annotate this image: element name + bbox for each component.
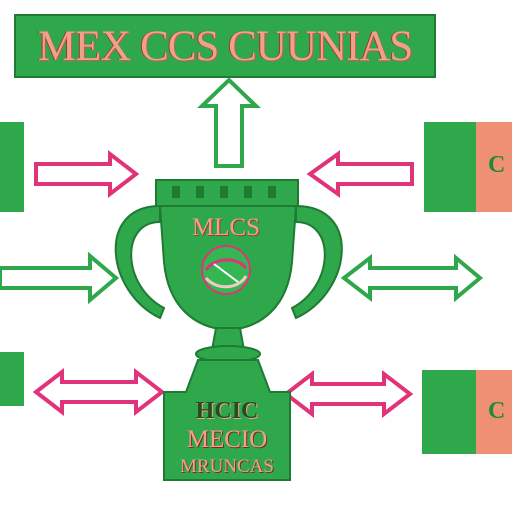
left-top-panel xyxy=(0,122,24,212)
trophy-left-handle xyxy=(114,204,166,320)
right-bottom-panel-green xyxy=(422,370,476,454)
right-bottom-panel-salmon xyxy=(476,370,512,454)
right-bottom-arrow-icon xyxy=(282,369,414,419)
right-bottom-panel-letter: C xyxy=(488,398,506,424)
trophy-base-line-1: HCIC xyxy=(160,398,294,425)
trophy-emblem-icon xyxy=(201,245,251,295)
right-bottom-panel: C xyxy=(422,370,512,454)
right-top-panel-green xyxy=(424,122,476,212)
trophy-cup-label-text: MLCS xyxy=(191,214,261,241)
trophy-cup-label: MLCS xyxy=(170,214,282,242)
right-top-panel-letter: C xyxy=(488,152,506,178)
trophy-base-line-2-text: MECIO xyxy=(186,426,268,453)
title-banner: MEX CCS CUUNIAS xyxy=(14,14,436,78)
right-top-arrow-icon xyxy=(306,150,414,198)
right-top-panel-salmon xyxy=(476,122,512,212)
trophy-base-line-3-text: MRUNCAS xyxy=(180,456,274,477)
left-middle-arrow-icon xyxy=(0,251,120,305)
left-bottom-panel xyxy=(0,352,24,406)
trophy-base-line-3: MRUNCAS xyxy=(158,456,296,478)
right-top-panel: C xyxy=(424,122,512,212)
trophy-base-line-1-text: HCIC xyxy=(195,398,259,424)
trophy-base xyxy=(163,359,291,481)
trophy-right-handle xyxy=(290,204,343,320)
up-arrow-icon xyxy=(197,77,261,168)
trophy-base-line-2: MECIO xyxy=(160,426,294,454)
left-bottom-arrow-icon xyxy=(32,367,166,417)
title-text: MEX CCS CUUNIAS xyxy=(37,22,413,70)
left-top-arrow-icon xyxy=(34,149,140,199)
right-middle-arrow-icon xyxy=(340,253,484,303)
trophy-icon xyxy=(114,179,343,481)
